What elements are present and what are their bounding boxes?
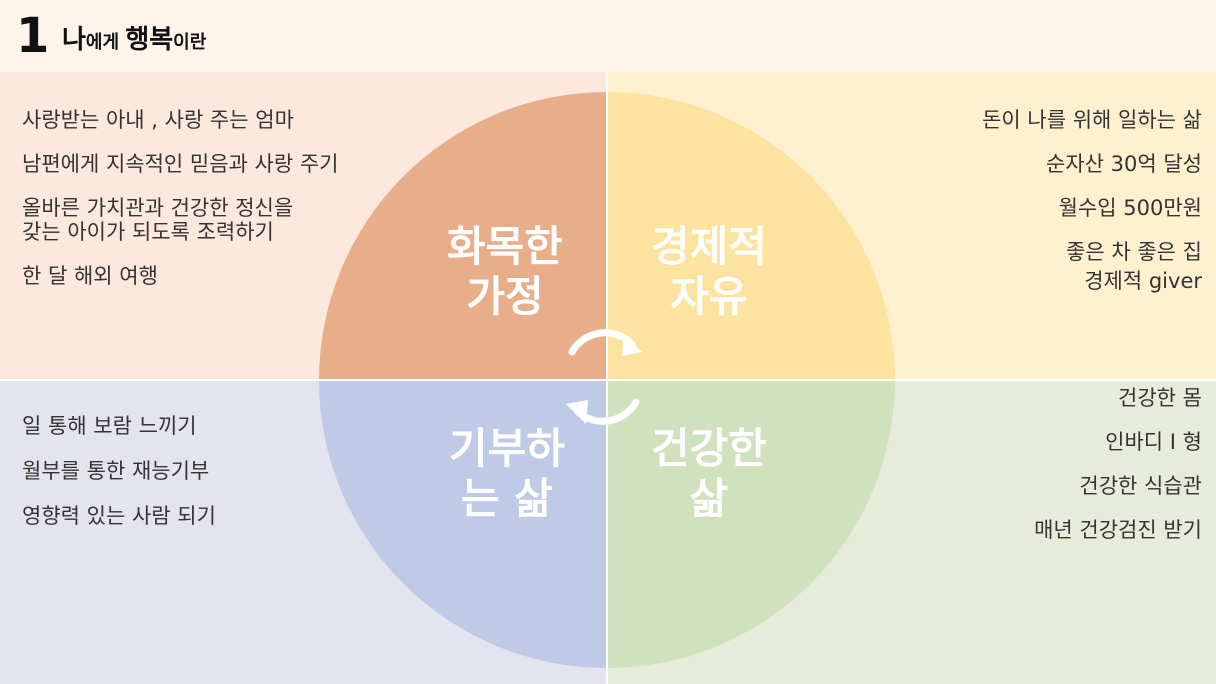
segment-label-top-left: 화목한 가정 <box>447 222 563 321</box>
title-part-2: 에게 <box>85 32 126 53</box>
list-item: 경제적 giver <box>1084 269 1202 293</box>
wheel-segment-bottom-left <box>319 380 607 668</box>
list-item: 월수입 500만원 <box>1058 196 1202 220</box>
list-item: 일 통해 보람 느끼기 <box>22 414 197 438</box>
list-item: 월부를 통한 재능기부 <box>22 459 210 483</box>
section-number: 1 <box>16 8 50 64</box>
list-top-right: 돈이 나를 위해 일하는 삶 순자산 30억 달성 월수입 500만원 좋은 차… <box>842 108 1202 313</box>
segment-label-top-right: 경제적 자유 <box>651 222 767 321</box>
wheel-segment-top-right <box>607 92 895 380</box>
list-item: 올바른 가치관과 건강한 정신을 갖는 아이가 되도록 조력하기 <box>22 196 294 244</box>
list-item: 한 달 해외 여행 <box>22 264 158 288</box>
title-part-3: 행복 <box>125 25 174 55</box>
list-item: 좋은 차 좋은 집 <box>1066 240 1202 264</box>
wheel-segment-top-left <box>319 92 607 380</box>
title-part-1: 나 <box>62 25 86 55</box>
list-item: 돈이 나를 위해 일하는 삶 <box>982 108 1202 132</box>
list-bottom-left: 일 통해 보람 느끼기 월부를 통한 재능기부 영향력 있는 사람 되기 <box>22 414 382 549</box>
segment-label-bottom-left: 기부하 는 삶 <box>449 424 565 523</box>
header: 1 나에게 행복이란 <box>0 0 1216 72</box>
list-item: 인바디 I 형 <box>1105 430 1202 454</box>
list-item: 건강한 식습관 <box>1079 474 1202 498</box>
wheel-segment-bottom-right <box>607 380 895 668</box>
cycle-arrow-top-icon <box>568 329 642 356</box>
title-part-4: 이란 <box>173 32 207 53</box>
list-item: 영향력 있는 사람 되기 <box>22 504 216 528</box>
cycle-arrow-bottom-icon <box>566 398 640 425</box>
segment-label-bottom-right: 건강한 삶 <box>651 424 767 523</box>
list-item: 순자산 30억 달성 <box>1046 152 1202 176</box>
list-bottom-right: 건강한 몸 인바디 I 형 건강한 식습관 매년 건강검진 받기 <box>842 386 1202 562</box>
list-item: 매년 건강검진 받기 <box>1034 518 1202 542</box>
list-top-left: 사랑받는 아내 , 사랑 주는 엄마 남편에게 지속적인 믿음과 사랑 주기 올… <box>22 108 402 308</box>
list-item: 남편에게 지속적인 믿음과 사랑 주기 <box>22 152 339 176</box>
page-title: 나에게 행복이란 <box>62 24 206 59</box>
list-item: 건강한 몸 <box>1118 386 1202 410</box>
list-item: 사랑받는 아내 , 사랑 주는 엄마 <box>22 108 294 132</box>
